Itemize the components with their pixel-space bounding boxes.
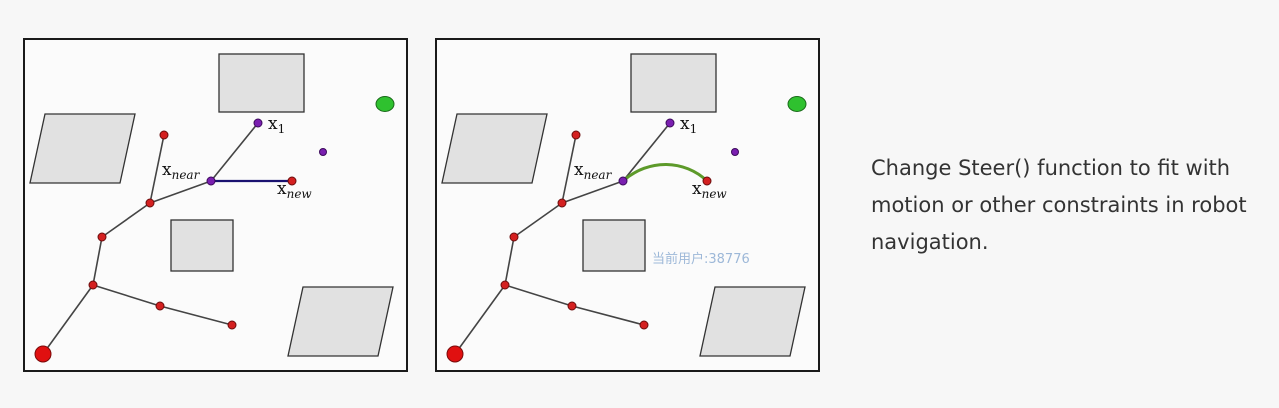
tree-edge: [561, 180, 624, 204]
label-x-near: xnear: [574, 160, 613, 182]
obstacle-parallelogram-right: [699, 286, 806, 357]
start-node: [446, 345, 464, 363]
watermark-text: 当前用户:38776: [652, 252, 750, 267]
obstacle-rect-top: [630, 53, 717, 113]
x1-node: [253, 118, 263, 128]
slide-caption: Change Steer() function to fit with moti…: [871, 156, 1247, 254]
tree-edge: [149, 180, 212, 204]
tree-node: [639, 320, 649, 330]
tree-edge: [42, 284, 94, 355]
tree-node: [509, 232, 519, 242]
rrt-tree-edges: [42, 122, 259, 355]
sample-node: [731, 148, 739, 156]
rrt-diagram-straight: x1 xnear xnew: [29, 53, 395, 363]
tree-edge: [454, 284, 506, 355]
goal-node: [375, 96, 395, 112]
start-node: [34, 345, 52, 363]
new-node: [702, 176, 712, 186]
sample-node: [319, 148, 327, 156]
tree-node: [567, 301, 577, 311]
rrt-tree-nodes: [88, 130, 297, 330]
tree-edge: [504, 236, 515, 286]
new-node: [287, 176, 297, 186]
near-node: [618, 176, 628, 186]
goal-node: [787, 96, 807, 112]
tree-edge: [210, 122, 259, 182]
tree-node: [227, 320, 237, 330]
rrt-panel-straight-steer: x1 xnear xnew: [23, 38, 408, 372]
tree-node: [500, 280, 510, 290]
label-x-near: xnear: [162, 160, 201, 182]
rrt-tree-nodes: [500, 130, 712, 330]
tree-edge: [504, 284, 573, 307]
tree-node: [155, 301, 165, 311]
tree-node: [571, 130, 581, 140]
rrt-panel-curved-steer: x1 xnear xnew: [435, 38, 820, 372]
tree-node: [97, 232, 107, 242]
tree-edge: [92, 236, 103, 286]
tree-edge: [149, 134, 165, 204]
tree-edge: [159, 305, 233, 326]
rrt-tree-edges: [454, 122, 671, 355]
steer-curved-edge: [622, 163, 709, 183]
tree-node: [557, 198, 567, 208]
label-x-new: xnew: [692, 179, 727, 201]
label-x-new: xnew: [277, 179, 312, 201]
obstacle-parallelogram-right: [287, 286, 394, 357]
tree-edge: [101, 202, 151, 238]
tree-edge: [513, 202, 563, 238]
obstacle-rect-top: [218, 53, 305, 113]
label-x1: x1: [680, 114, 697, 136]
obstacle-parallelogram-left: [29, 113, 136, 184]
tree-edge: [92, 284, 161, 307]
tree-node: [145, 198, 155, 208]
tree-edge: [561, 134, 577, 204]
obstacle-rect-center: [170, 219, 234, 272]
obstacle-parallelogram-left: [441, 113, 548, 184]
obstacle-rect-center: [582, 219, 646, 272]
tree-edge: [571, 305, 645, 326]
x1-node: [665, 118, 675, 128]
tree-node: [88, 280, 98, 290]
rrt-diagram-curved: x1 xnear xnew: [441, 53, 807, 363]
near-node: [206, 176, 216, 186]
tree-node: [159, 130, 169, 140]
label-x1: x1: [268, 114, 285, 136]
tree-edge: [622, 122, 671, 182]
